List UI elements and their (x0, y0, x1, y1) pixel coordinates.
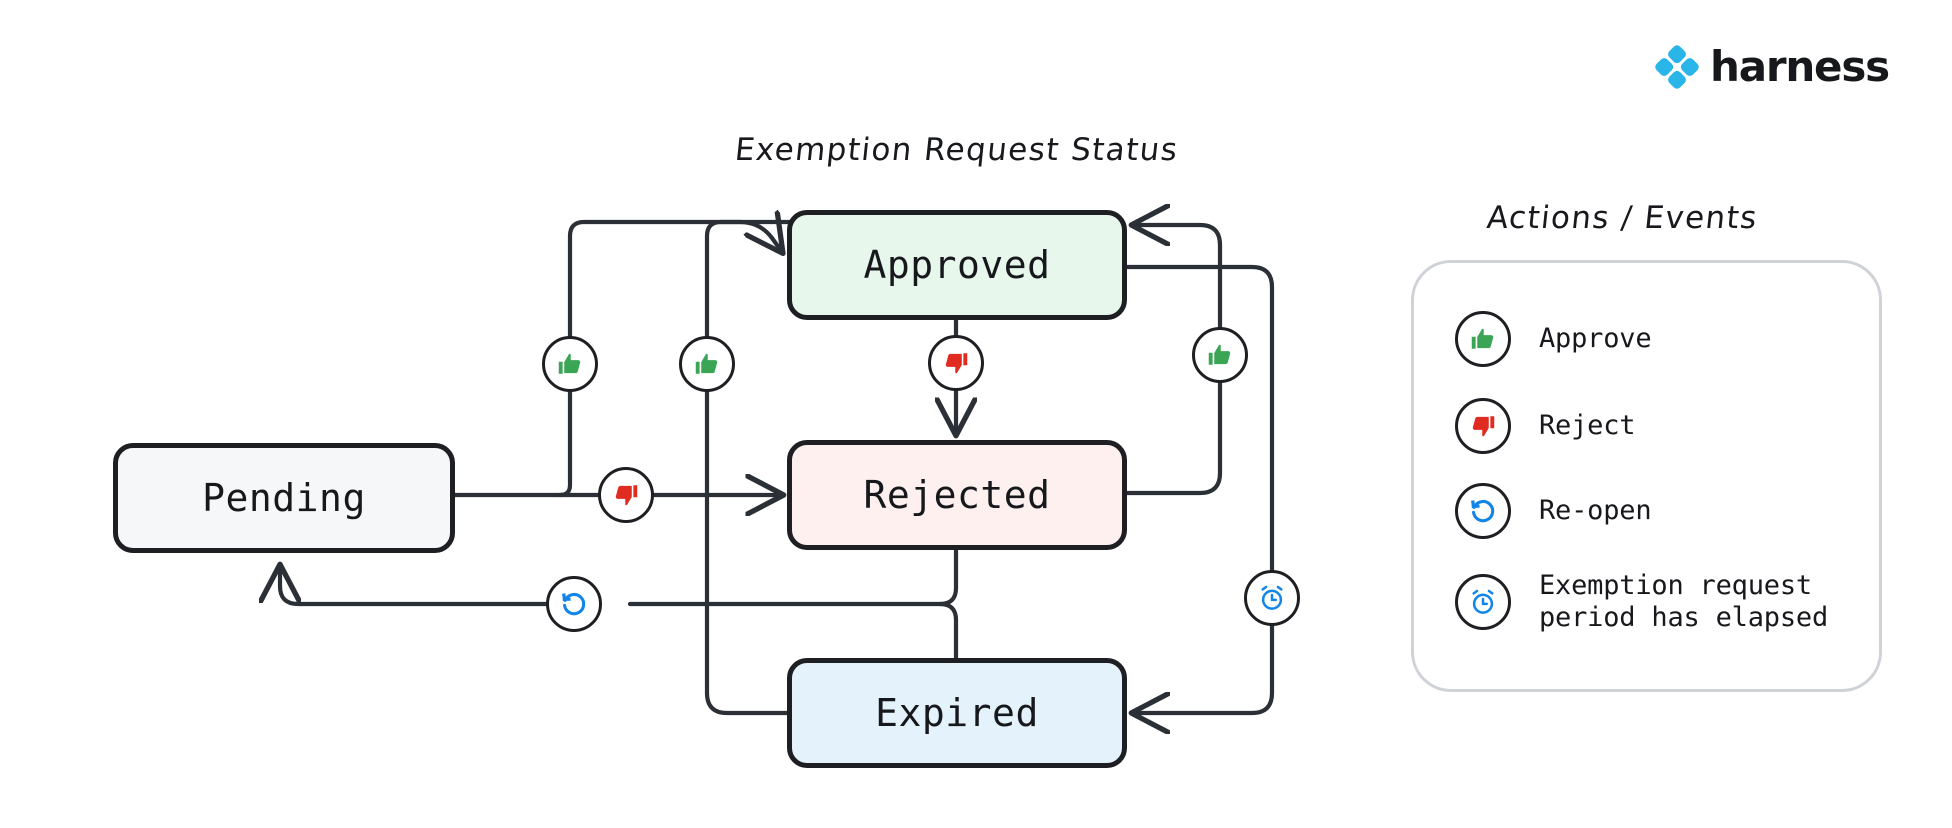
state-node-expired[interactable]: Expired (787, 658, 1127, 768)
thumbs-down-icon (1472, 416, 1495, 437)
edge-expired-to-approved (704, 389, 790, 716)
legend-item-approve: Approve (1455, 311, 1652, 367)
alarm-clock-icon (1261, 585, 1283, 610)
state-node-rejected[interactable]: Rejected (787, 440, 1127, 550)
legend-label-elapsed: Exemption request period has elapsed (1539, 570, 1828, 633)
edge-pending-to-approved (557, 389, 573, 498)
edge-rejected-to-approved (1124, 380, 1223, 496)
thumbs-down-icon (615, 485, 638, 506)
legend-title: Actions / Events (1485, 200, 1760, 236)
re-open-icon (562, 593, 586, 616)
edge-pending-to-approved-2 (567, 222, 782, 339)
harness-logo: harness (1655, 42, 1890, 91)
state-node-pending[interactable]: Pending (113, 443, 455, 553)
edge-badge-approve-pending-to-approved (542, 336, 598, 392)
legend-label-reject: Reject (1539, 410, 1636, 442)
legend-label-approve: Approve (1539, 323, 1652, 355)
thumbs-down-icon (945, 353, 968, 374)
edge-reopen-to-pending (280, 566, 549, 607)
edge-badge-reject-pending-to-rejected (598, 467, 654, 523)
legend-badge-elapsed (1455, 573, 1511, 630)
thumbs-up-icon (558, 353, 581, 374)
edge-badge-reopen (546, 576, 602, 632)
edge-rejected-to-approved-2 (1133, 225, 1223, 330)
state-node-approved[interactable]: Approved (787, 210, 1127, 320)
edge-rejected-to-reopen-trunk (627, 547, 959, 607)
alarm-clock-icon (1472, 589, 1494, 614)
edge-badge-elapsed (1244, 570, 1300, 626)
thumbs-up-icon (1208, 344, 1231, 365)
edge-approved-to-expired (1124, 264, 1275, 573)
edge-approved-to-expired-2 (1133, 623, 1275, 713)
legend-badge-reject (1455, 398, 1511, 454)
edge-badge-approve-expired-to-approved (679, 336, 735, 392)
re-open-icon (1471, 500, 1495, 523)
edge-badge-approve-rejected-to-approved (1192, 327, 1248, 383)
thumbs-up-icon (1471, 328, 1494, 349)
legend-label-reopen: Re-open (1539, 495, 1652, 527)
harness-logo-text: harness (1710, 42, 1890, 91)
legend-item-reopen: Re-open (1455, 483, 1652, 539)
diagram-title: Exemption Request Status (733, 132, 1181, 168)
edge-badge-reject-approved-to-rejected (928, 335, 984, 391)
harness-diamond-logo (1655, 45, 1699, 89)
thumbs-up-icon (695, 353, 718, 374)
legend-badge-reopen (1455, 483, 1511, 539)
legend-item-elapsed: Exemption request period has elapsed (1455, 570, 1828, 634)
edge-expired-to-reopen-trunk (937, 601, 959, 661)
legend-item-reject: Reject (1455, 398, 1636, 454)
legend-badge-approve (1455, 311, 1511, 367)
